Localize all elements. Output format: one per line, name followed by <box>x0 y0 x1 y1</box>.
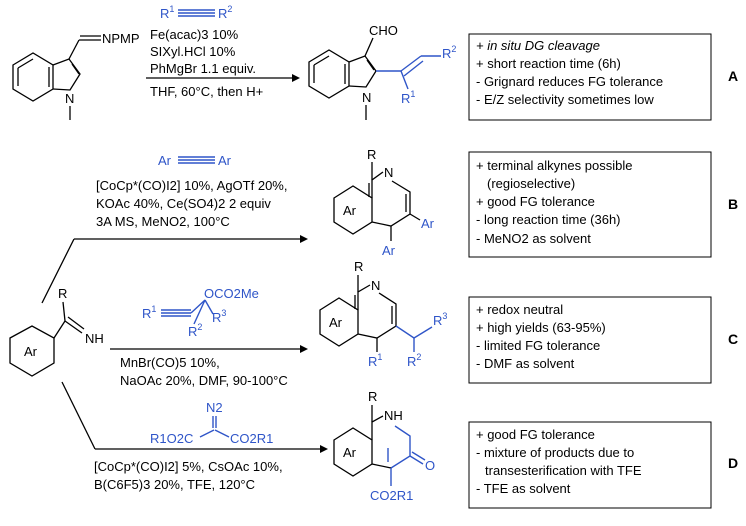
route-d-note-1: + good FG tolerance <box>476 427 595 442</box>
diazo-left-ester: R1O2C <box>150 431 193 446</box>
route-b-notes-box <box>468 151 712 258</box>
route-c-note-3: - limited FG tolerance <box>476 338 600 353</box>
product-b-ar4: Ar <box>382 243 396 258</box>
route-b-note-3: + good FG tolerance <box>476 194 595 209</box>
route-c-note-1: + redox neutral <box>476 302 563 317</box>
svg-text:R1: R1 <box>160 4 174 21</box>
route-c-condition-2: NaOAc 20%, DMF, 90-100°C <box>120 373 288 388</box>
svg-text:R1: R1 <box>368 352 382 369</box>
route-a: NPMP N R1 R2 Fe(acac)3 10% SIXyl.HCl 10%… <box>12 4 738 121</box>
route-b-letter: B <box>728 196 738 212</box>
route-d-letter: D <box>728 455 738 471</box>
route-c-note-4: - DMF as solvent <box>476 356 575 371</box>
route-c: R1 OCO2Me R3 R2 MnBr(CO)5 10%, NaOAc 20%… <box>120 259 738 388</box>
route-c-letter: C <box>728 331 738 347</box>
diarylalkyne-left-ar: Ar <box>158 153 172 168</box>
svg-text:R3: R3 <box>433 311 447 328</box>
svg-text:R1: R1 <box>142 304 156 321</box>
product-b-ar-ring: Ar <box>343 203 357 218</box>
route-b-note-4: - long reaction time (36h) <box>476 212 621 227</box>
product-d-ester: CO2R1 <box>370 488 413 503</box>
product-d-ar-ring: Ar <box>343 445 357 460</box>
substrate-ar-label: Ar <box>24 344 38 359</box>
product-d-carbonyl-o: O <box>425 458 435 473</box>
route-d-condition-2: B(C6F5)3 20%, TFE, 120°C <box>94 477 255 492</box>
indole-imine-substrate: NPMP N <box>12 31 140 120</box>
diazo-right-ester: CO2R1 <box>230 431 273 446</box>
indole-n-label: N <box>65 91 74 106</box>
route-b-note-5: - MeNO2 as solvent <box>476 231 591 246</box>
route-c-note-2: + high yields (63-95%) <box>476 320 606 335</box>
svg-text:R3: R3 <box>212 308 226 325</box>
carbonate-label: OCO2Me <box>204 286 259 301</box>
product-c-n-label: N <box>371 278 380 293</box>
route-b-note-1: + terminal alkynes possible <box>476 158 632 173</box>
route-b-note-2: (regioselective) <box>487 176 575 191</box>
route-b-condition-1: [CoCp*(CO)I2] 10%, AgOTf 20%, <box>96 178 287 193</box>
diazomalonate: N2 R1O2C CO2R1 <box>150 400 273 446</box>
svg-text:R2: R2 <box>188 322 202 339</box>
route-a-letter: A <box>728 68 738 84</box>
route-d: N2 R1O2C CO2R1 [CoCp*(CO)I2] 5%, CsOAc 1… <box>94 389 738 509</box>
product-b-r-label: R <box>367 147 376 162</box>
diarylalkyne-right-ar: Ar <box>218 153 232 168</box>
route-a-condition-4: THF, 60°C, then H+ <box>150 84 263 99</box>
product-c-r-label: R <box>354 259 363 274</box>
isoquinoline-product-b: Ar R N Ar Ar <box>333 147 435 258</box>
route-a-condition-2: SIXyl.HCl 10% <box>150 44 236 59</box>
isoquinolone-product-d: Ar R NH O CO2R1 <box>333 389 435 503</box>
svg-text:R2: R2 <box>407 352 421 369</box>
product-d-nh-label: NH <box>384 408 403 423</box>
substrate-r-label: R <box>58 286 67 301</box>
aryl-ketimine-substrate: Ar R NH <box>9 286 104 377</box>
propargylic-carbonate: R1 OCO2Me R3 R2 <box>142 286 259 339</box>
product-a-n-label: N <box>362 90 371 105</box>
product-b-n-label: N <box>384 165 393 180</box>
product-d-r-label: R <box>368 389 377 404</box>
route-a-notes-box <box>468 33 712 121</box>
svg-text:R2: R2 <box>218 4 232 21</box>
route-c-notes-box <box>468 296 712 384</box>
alkyne-r1-r2: R1 R2 <box>160 4 232 21</box>
route-a-note-2: + short reaction time (6h) <box>476 56 621 71</box>
route-a-note-1: + in situ DG cleavage <box>476 38 600 53</box>
product-b-ar3: Ar <box>421 216 435 231</box>
route-a-condition-3: PhMgBr 1.1 equiv. <box>150 61 256 76</box>
route-d-notes-box <box>468 421 712 509</box>
route-d-condition-1: [CoCp*(CO)I2] 5%, CsOAc 10%, <box>94 459 283 474</box>
product-c-ar-ring: Ar <box>329 315 343 330</box>
route-b-condition-3: 3A MS, MeNO2, 100°C <box>96 214 230 229</box>
route-b-condition-2: KOAc 40%, Ce(SO4)2 2 equiv <box>96 196 271 211</box>
substrate-nh-label: NH <box>85 331 104 346</box>
isoquinoline-product-c: Ar R N R3 R2 R1 <box>319 259 447 369</box>
svg-text:R1: R1 <box>401 89 415 106</box>
route-d-note-4: - TFE as solvent <box>476 481 571 496</box>
svg-text:R2: R2 <box>442 44 456 61</box>
route-d-note-3: transesterification with TFE <box>485 463 642 478</box>
diazo-n2-label: N2 <box>206 400 223 415</box>
indole-aldehyde-product: CHO N R2 R1 <box>308 23 456 120</box>
route-c-condition-1: MnBr(CO)5 10%, <box>120 355 220 370</box>
route-a-note-3: - Grignard reduces FG tolerance <box>476 74 663 89</box>
aldehyde-label: CHO <box>369 23 398 38</box>
imine-npmp-label: NPMP <box>102 31 140 46</box>
route-d-note-2: - mixture of products due to <box>476 445 634 460</box>
route-a-note-4: - E/Z selectivity sometimes low <box>476 92 654 107</box>
route-a-condition-1: Fe(acac)3 10% <box>150 27 239 42</box>
route-b: Ar Ar [CoCp*(CO)I2] 10%, AgOTf 20%, KOAc… <box>96 147 738 258</box>
